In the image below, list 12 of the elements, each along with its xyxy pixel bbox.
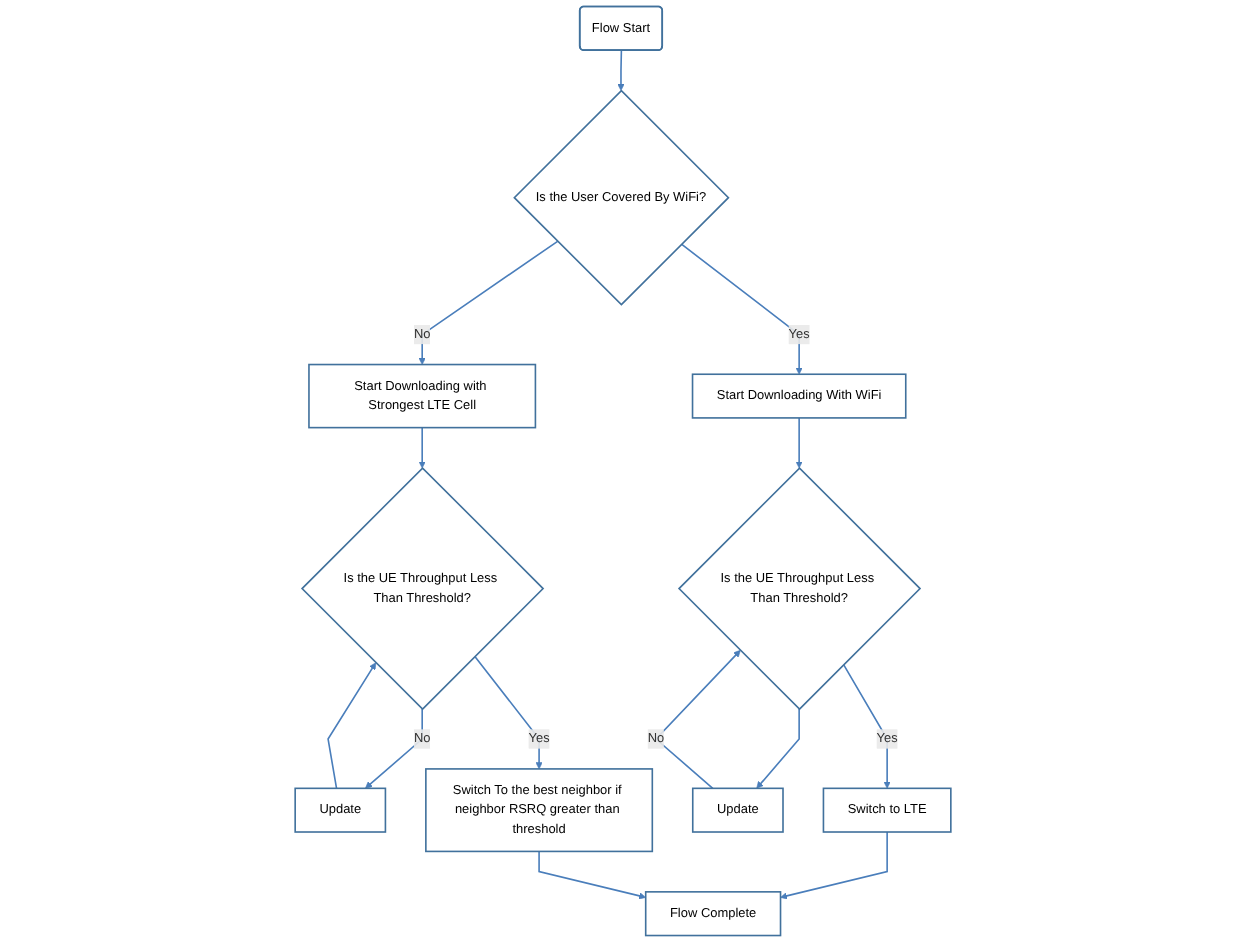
- arrow: [617, 49, 625, 91]
- arrow: [795, 417, 803, 469]
- arrow: [780, 831, 888, 900]
- arrow: [365, 708, 423, 789]
- arrow: [842, 663, 891, 789]
- arrow: [538, 850, 646, 900]
- arrow: [418, 426, 426, 469]
- arrow: [327, 662, 377, 790]
- arrow: [680, 243, 803, 375]
- arrow: [418, 240, 559, 365]
- arrow: [474, 655, 543, 770]
- arrow: [756, 708, 800, 789]
